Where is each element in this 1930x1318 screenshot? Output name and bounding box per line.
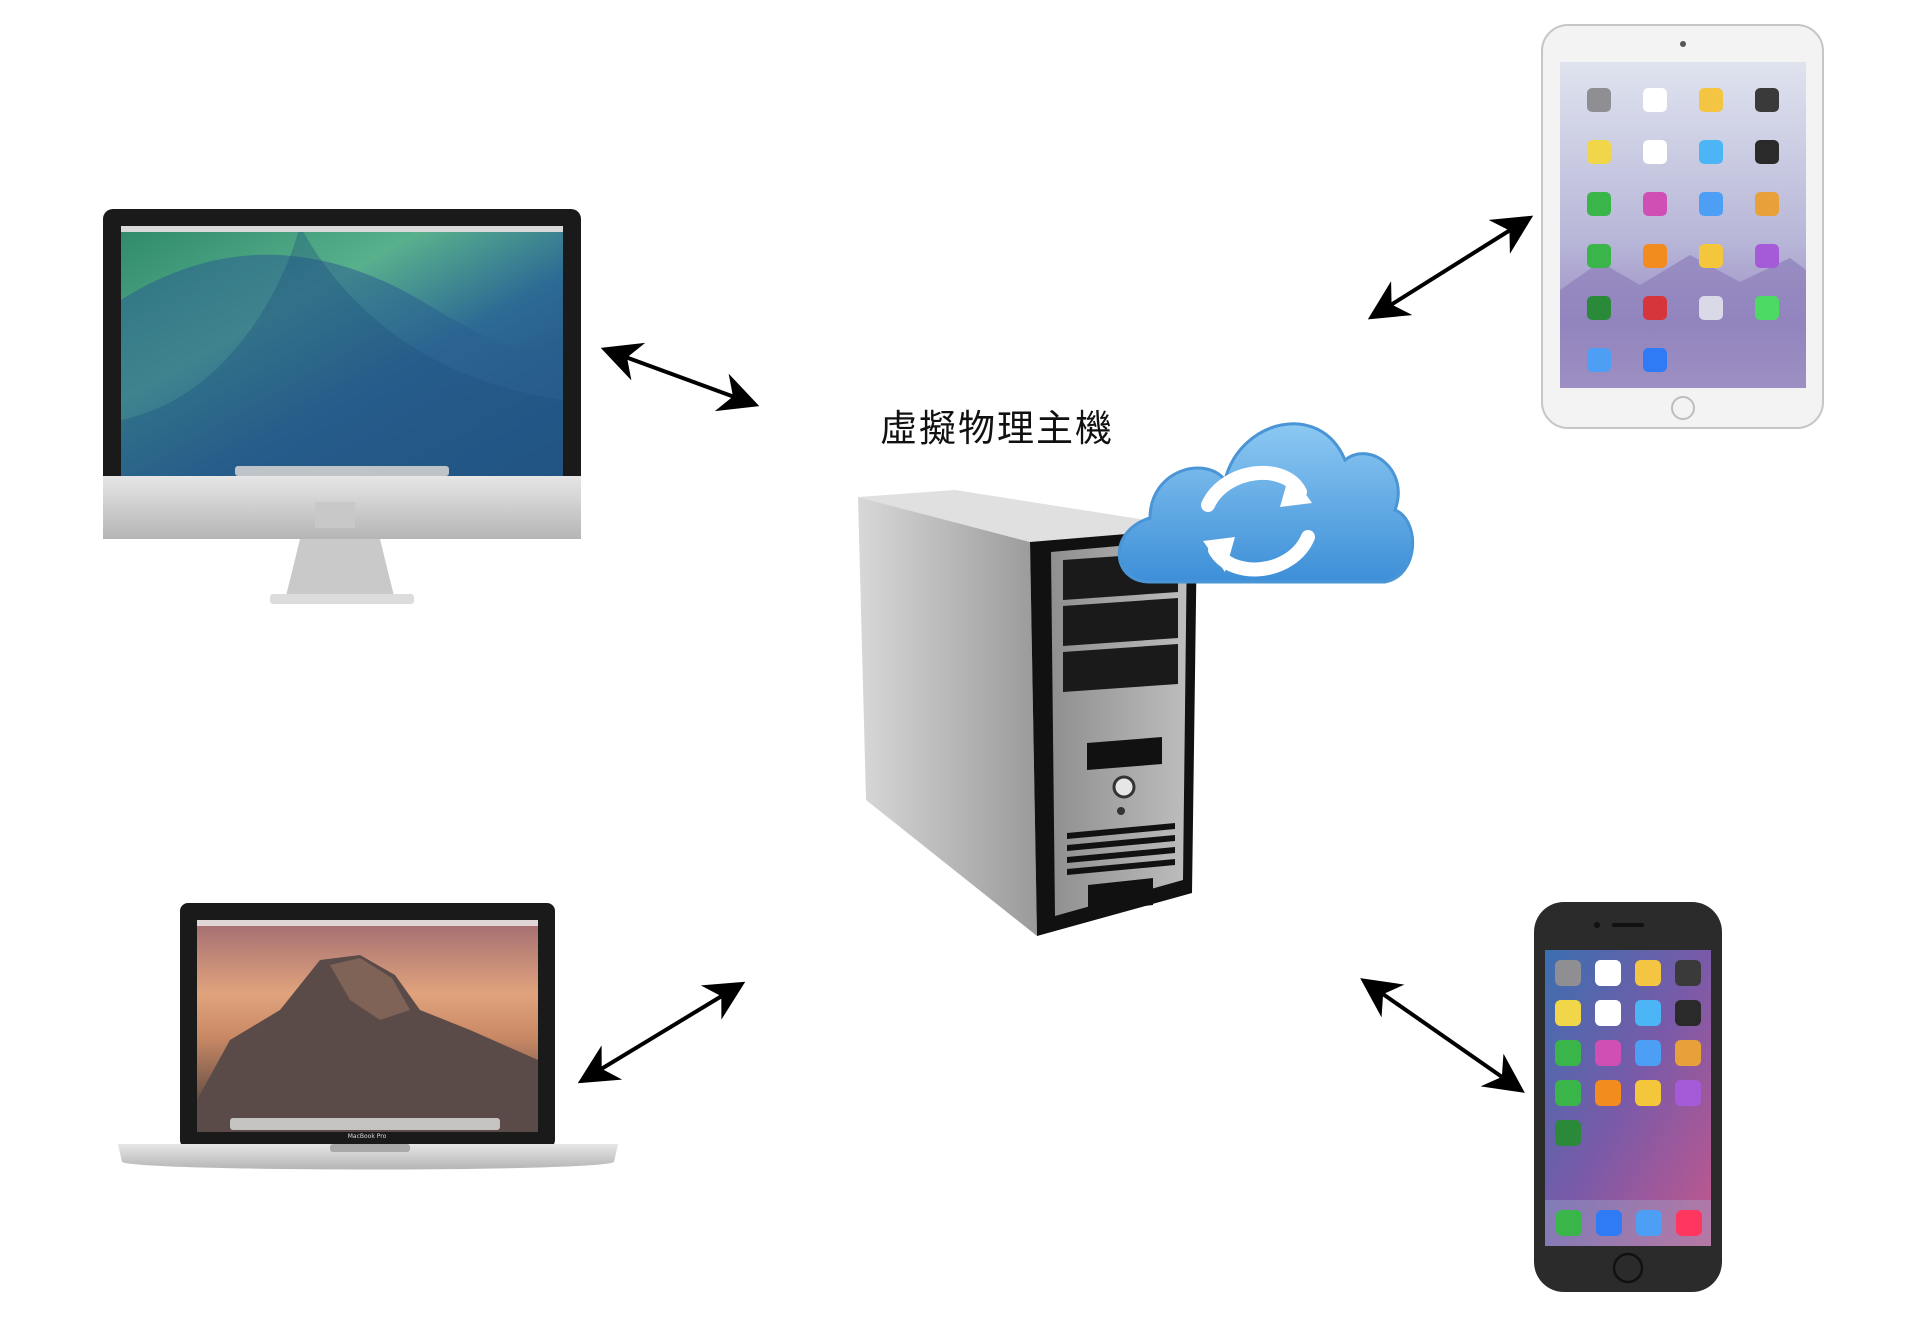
app-icon xyxy=(1595,1000,1621,1026)
app-icon xyxy=(1587,192,1611,216)
app-icon xyxy=(1635,1040,1661,1066)
arrow-ipad-server xyxy=(1367,215,1534,320)
dock-app-icon xyxy=(1636,1210,1662,1236)
app-icon xyxy=(1675,960,1701,986)
dock-app-icon xyxy=(1596,1210,1622,1236)
app-icon xyxy=(1635,1000,1661,1026)
arrow-iphone-server xyxy=(1360,978,1525,1093)
arrow-macbook-server xyxy=(577,981,746,1084)
app-icon xyxy=(1635,1080,1661,1106)
server-tower-icon xyxy=(858,490,1197,936)
connection-arrows xyxy=(577,215,1534,1093)
app-icon xyxy=(1595,960,1621,986)
app-icon xyxy=(1699,192,1723,216)
app-icon xyxy=(1555,1000,1581,1026)
app-icon xyxy=(1643,244,1667,268)
app-icon xyxy=(1635,960,1661,986)
app-icon xyxy=(1755,140,1779,164)
app-icon xyxy=(1755,244,1779,268)
app-icon xyxy=(1675,1080,1701,1106)
app-icon xyxy=(1555,1040,1581,1066)
iphone-phone-icon xyxy=(1534,902,1722,1292)
app-icon xyxy=(1755,192,1779,216)
app-icon xyxy=(1587,88,1611,112)
app-icon xyxy=(1587,296,1611,320)
app-icon xyxy=(1699,296,1723,320)
app-icon xyxy=(1699,88,1723,112)
app-icon xyxy=(1595,1040,1621,1066)
server-label: 虛擬物理主機 xyxy=(880,407,1114,450)
app-icon xyxy=(1643,348,1667,372)
ipad-tablet-icon xyxy=(1541,24,1824,429)
app-icon xyxy=(1587,348,1611,372)
app-icon xyxy=(1587,140,1611,164)
app-icon xyxy=(1595,1080,1621,1106)
macbook-laptop-icon: MacBook Pro xyxy=(118,903,618,1170)
app-icon xyxy=(1755,296,1779,320)
app-icon xyxy=(1643,192,1667,216)
dock-app-icon xyxy=(1676,1210,1702,1236)
app-icon xyxy=(1699,140,1723,164)
app-icon xyxy=(1587,244,1611,268)
dock-app-icon xyxy=(1556,1210,1582,1236)
app-icon xyxy=(1643,88,1667,112)
app-icon xyxy=(1643,296,1667,320)
app-icon xyxy=(1699,244,1723,268)
app-icon xyxy=(1675,1040,1701,1066)
app-icon xyxy=(1675,1000,1701,1026)
app-icon xyxy=(1755,88,1779,112)
app-icon xyxy=(1555,960,1581,986)
cloud-sync-icon xyxy=(1117,422,1415,584)
app-icon xyxy=(1555,1120,1581,1146)
app-icon xyxy=(1555,1080,1581,1106)
arrow-imac-server xyxy=(600,342,760,412)
macbook-brand-text: MacBook Pro xyxy=(348,1133,387,1140)
imac-desktop-icon xyxy=(103,209,581,604)
app-icon xyxy=(1643,140,1667,164)
